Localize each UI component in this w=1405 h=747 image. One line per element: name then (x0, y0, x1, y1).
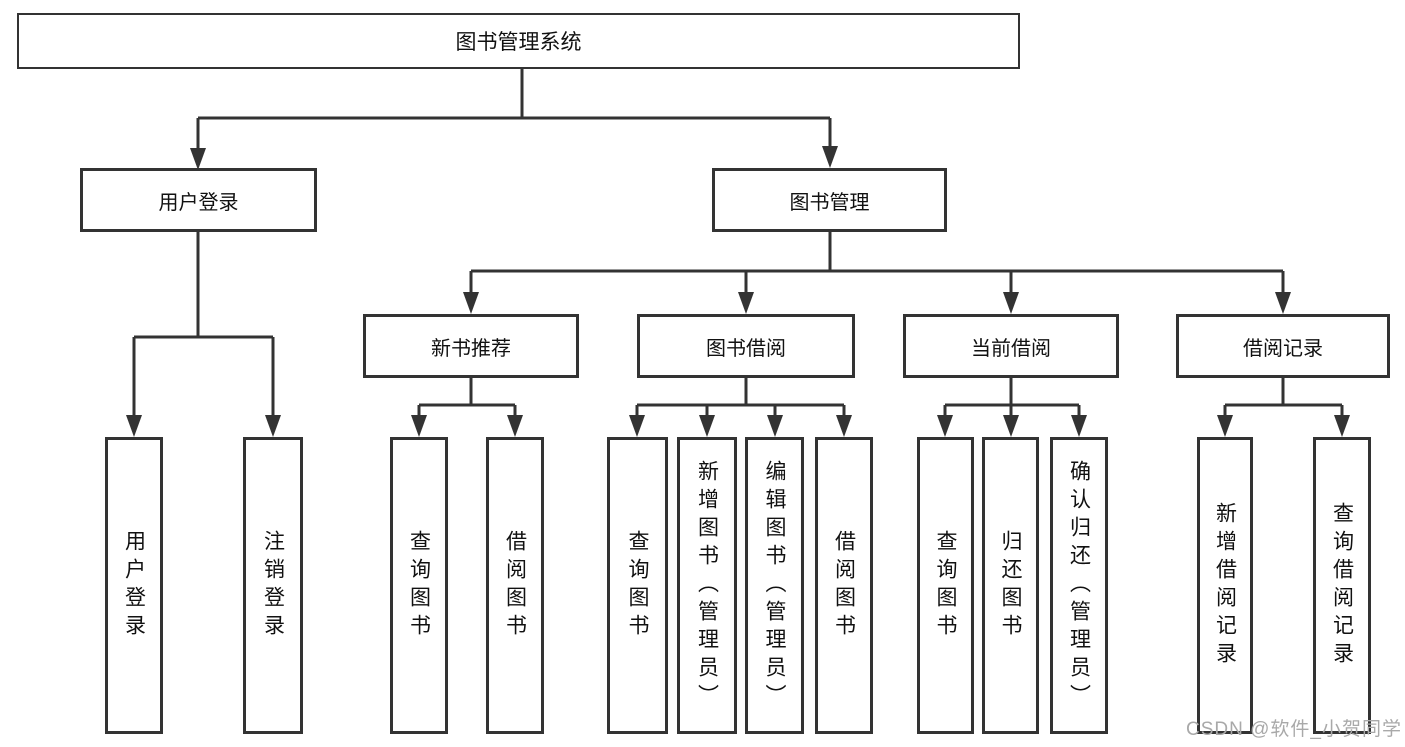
leaf-newbook-query: 查询图书 (390, 437, 448, 734)
arrow-down-icon (629, 415, 645, 437)
leaf-borrow-edit-admin-label: 编辑图书（管理员） (763, 459, 786, 712)
arrow-down-icon (411, 415, 427, 437)
leaf-query-borrow-record: 查询借阅记录 (1313, 437, 1371, 734)
arrow-down-icon (265, 415, 281, 437)
arrow-down-icon (463, 292, 479, 314)
leaf-borrow-add-admin: 新增图书（管理员） (677, 437, 737, 734)
connector-records-to-leaves (1223, 378, 1344, 419)
arrow-down-icon (836, 415, 852, 437)
node-book-borrow: 图书借阅 (637, 314, 855, 378)
arrow-down-icon (190, 148, 206, 170)
leaf-return-book: 归还图书 (982, 437, 1039, 734)
leaf-add-borrow-record-label: 新增借阅记录 (1213, 501, 1237, 670)
leaf-confirm-return-admin: 确认归还（管理员） (1050, 437, 1108, 734)
node-root-label: 图书管理系统 (455, 31, 582, 54)
node-book-borrow-label: 图书借阅 (706, 337, 786, 360)
node-current-borrow: 当前借阅 (903, 314, 1119, 378)
leaf-newbook-query-label: 查询图书 (407, 529, 431, 642)
connector-root-to-level2 (196, 69, 832, 152)
node-book-management: 图书管理 (712, 168, 947, 232)
node-borrow-records: 借阅记录 (1176, 314, 1390, 378)
node-current-borrow-label: 当前借阅 (971, 337, 1051, 360)
leaf-borrow-query: 查询图书 (607, 437, 668, 734)
leaf-newbook-borrow: 借阅图书 (486, 437, 544, 734)
arrow-down-icon (1334, 415, 1350, 437)
csdn-watermark: CSDN @软件_小贺同学 (1186, 719, 1402, 740)
node-new-book-recommend: 新书推荐 (363, 314, 579, 378)
arrow-down-icon (1275, 292, 1291, 314)
arrow-down-icon (507, 415, 523, 437)
connector-current-to-leaves (943, 378, 1081, 419)
leaf-user-login: 用户登录 (105, 437, 163, 734)
arrow-down-icon (126, 415, 142, 437)
leaf-add-borrow-record: 新增借阅记录 (1197, 437, 1253, 734)
node-new-book-recommend-label: 新书推荐 (431, 337, 511, 360)
leaf-logout: 注销登录 (243, 437, 303, 734)
arrow-down-icon (1003, 415, 1019, 437)
arrow-down-icon (822, 146, 838, 168)
leaf-current-query: 查询图书 (917, 437, 974, 734)
arrow-down-icon (1071, 415, 1087, 437)
leaf-query-borrow-record-label: 查询借阅记录 (1330, 501, 1354, 670)
connector-bookmgmt-to-level3 (469, 232, 1285, 296)
leaf-return-book-label: 归还图书 (999, 529, 1022, 642)
leaf-logout-label: 注销登录 (261, 529, 285, 642)
arrow-down-icon (738, 292, 754, 314)
node-user-login-label: 用户登录 (158, 191, 239, 214)
node-user-login: 用户登录 (80, 168, 317, 232)
leaf-borrow-book: 借阅图书 (815, 437, 873, 734)
arrow-down-icon (699, 415, 715, 437)
connector-newbook-to-leaves (417, 378, 517, 419)
leaf-user-login-label: 用户登录 (122, 529, 146, 642)
leaf-borrow-book-label: 借阅图书 (832, 529, 856, 642)
leaf-newbook-borrow-label: 借阅图书 (503, 529, 527, 642)
arrow-down-icon (937, 415, 953, 437)
connector-login-to-leaves (132, 232, 275, 419)
node-borrow-records-label: 借阅记录 (1243, 337, 1323, 360)
connector-borrow-to-leaves (635, 378, 846, 419)
leaf-current-query-label: 查询图书 (934, 529, 957, 642)
leaf-borrow-edit-admin: 编辑图书（管理员） (745, 437, 804, 734)
node-book-management-label: 图书管理 (789, 191, 870, 214)
leaf-borrow-add-admin-label: 新增图书（管理员） (695, 459, 719, 712)
leaf-borrow-query-label: 查询图书 (626, 529, 649, 642)
arrow-down-icon (767, 415, 783, 437)
leaf-confirm-return-admin-label: 确认归还（管理员） (1067, 459, 1091, 712)
node-root: 图书管理系统 (17, 13, 1020, 69)
arrow-down-icon (1217, 415, 1233, 437)
arrow-down-icon (1003, 292, 1019, 314)
